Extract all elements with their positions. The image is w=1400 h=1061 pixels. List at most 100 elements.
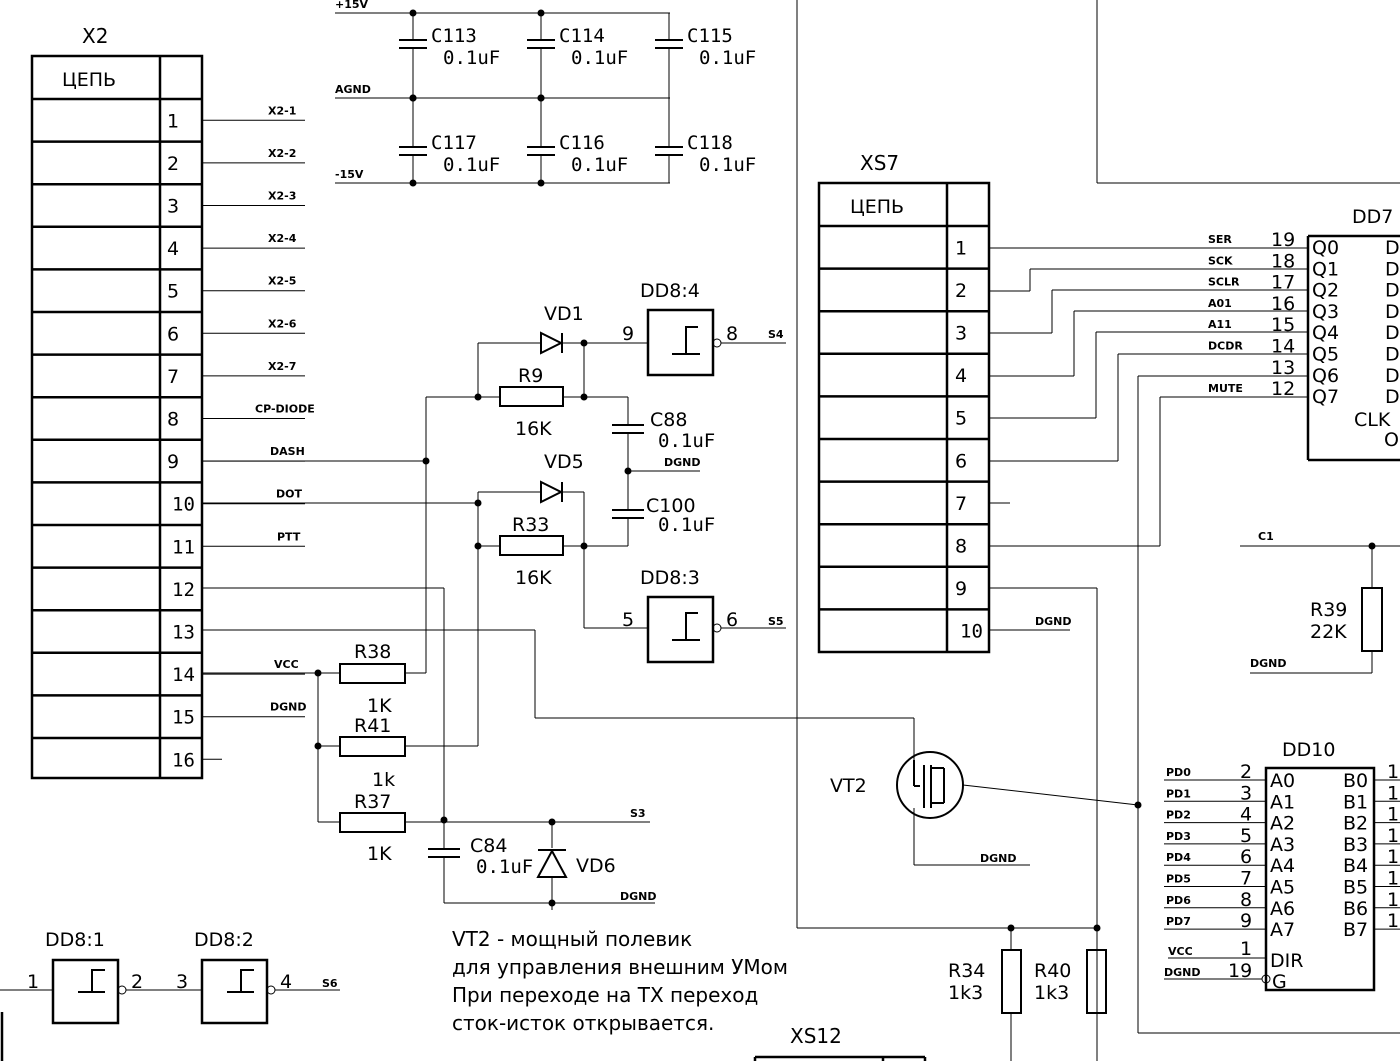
dd7-net-label: SER [1208,233,1232,246]
dd10-a-name: A7 [1270,919,1295,941]
dd7-d-name: D [1385,322,1400,344]
x2-pin-number: 13 [172,622,195,644]
c100-ref: C100 [646,495,696,517]
dd8-1-ref: DD8:1 [45,929,105,951]
dd7-ref: DD7 [1352,206,1393,228]
x2-net-label: DOT [276,488,302,501]
dd7-net-label: MUTE [1208,382,1243,395]
dd10-rpin: 1 [1387,825,1399,847]
c100-val: 0.1uF [658,514,715,536]
dd10-b-name: B0 [1343,770,1368,792]
r37-resistor [339,812,406,833]
vd6-diode [536,848,568,878]
x2-pin-number: 14 [172,664,195,686]
xs7-pin-number: 1 [955,237,967,259]
x2-net-label: X2-3 [268,190,296,203]
r33-ref: R33 [512,514,549,536]
r41-val: 1k [372,769,395,791]
dd10-a-name: A1 [1270,791,1295,813]
vd6-ref: VD6 [576,855,616,877]
dd10-net-label: PD2 [1166,809,1191,822]
dd8-3-pin-in: 5 [622,609,634,631]
dd10-rpin: 1 [1387,846,1399,868]
dd10-pin-number: 3 [1240,782,1252,804]
dd8-4-net: S4 [768,328,784,341]
dd7-d-name: D [1385,237,1400,259]
dd10-b-name: B4 [1343,855,1368,877]
x2-pin-number: 15 [172,707,195,729]
dd7-q-name: Q3 [1312,301,1339,323]
r33-resistor [499,535,564,556]
dd7-pin-number: 13 [1271,357,1295,379]
dd7-q-name: Q0 [1312,237,1339,259]
dd8-2-pin-in: 3 [176,971,188,993]
xs7-pin-number: 7 [955,493,967,515]
r38-val: 1K [367,695,392,717]
xs7-dgnd: DGND [1035,615,1072,628]
dd10-b-name: B5 [1343,877,1368,899]
x2-net-label: X2-2 [268,147,296,160]
x2-pin-number: 12 [172,579,195,601]
resistors-r34-r40: R34 1k3 R40 1k3 [948,928,1107,1061]
dot-dash-input-network: VD1 R9 16K C88 0.1uF DGND C100 0.1uF VD5 [426,280,786,664]
dd8-3-ref: DD8:3 [640,567,700,589]
x2-net-label: X2-5 [268,275,296,288]
dd10-pin-number: 4 [1240,804,1252,826]
net-dgnd-vt2: DGND [980,852,1017,865]
r41-ref: R41 [354,715,391,737]
dd7-q-name: Q1 [1312,258,1339,280]
x2-pin-number: 16 [172,749,195,771]
vd5-diode [540,480,564,504]
r40-resistor [1086,949,1107,1014]
vd1-diode [540,331,564,355]
note-vt2: VT2 - мощный полевик для управления внеш… [452,927,788,1035]
dd10-pin-number: 7 [1240,868,1252,890]
xs7-pin-number: 3 [955,323,967,345]
x2-pin-number: 11 [172,536,195,558]
x2-pin-number: 2 [167,153,179,175]
dd8-2-net: S6 [322,977,338,990]
gate-dd8-4: DD8:4 9 8 S4 [622,280,786,377]
net-c1: C1 [1258,530,1274,543]
dd8-4-ref: DD8:4 [640,280,700,302]
xs12-ref: XS12 [790,1024,842,1048]
dd10-dir-pin: 1 [1240,938,1252,960]
xs7-pin-number: 10 [960,621,983,643]
dd10-pin-number: 5 [1240,825,1252,847]
xs7-pin-number: 2 [955,280,967,302]
x2-body [30,54,204,780]
dd10-g-net: DGND [1164,966,1201,979]
dd7-pin-number: 16 [1271,293,1295,315]
dd8-2-ref: DD8:2 [194,929,254,951]
c84-val: 0.1uF [476,856,533,878]
r39-val: 22K [1310,621,1347,643]
cap-value: 0.1uF [443,47,500,69]
cap-value: 0.1uF [699,154,756,176]
connector-xs12: XS12 [753,1024,927,1061]
vd1-ref: VD1 [544,303,584,325]
dd7-net-label: DCDR [1208,340,1243,353]
r37-ref: R37 [354,791,391,813]
dd10-dir-net: VCC [1168,945,1193,958]
r33-val: 16K [515,567,552,589]
dd10-pin-number: 8 [1240,889,1252,911]
dd10-b-name: B1 [1343,791,1368,813]
r39-resistor [1361,587,1383,652]
x2-net-label: X2-4 [268,232,297,245]
dd10-net-label: PD3 [1166,830,1191,843]
dd7-oe: O [1384,429,1399,451]
dd10-g-name: G [1272,971,1287,993]
dd7-d-name: D [1385,365,1400,387]
r34-val: 1k3 [948,982,983,1004]
r40-val: 1k3 [1034,982,1069,1004]
x2-net-label: DGND [270,701,307,714]
r41-resistor [339,736,406,757]
r34-ref: R34 [948,960,985,982]
dd10-net-label: PD0 [1166,766,1191,779]
cap-value: 0.1uF [699,47,756,69]
dd8-1-pin-out: 2 [131,971,143,993]
x2-net-label: CP-DIODE [255,403,315,416]
dd7-q-name: Q6 [1312,365,1339,387]
dd10-b-name: B2 [1343,813,1368,835]
